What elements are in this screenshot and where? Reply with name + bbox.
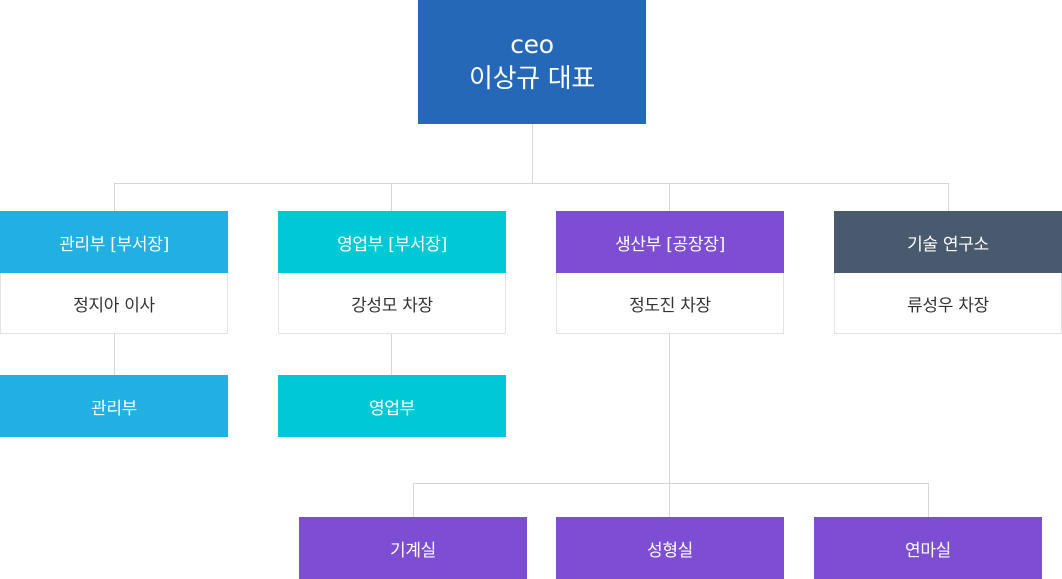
sub-production-polishing-label: 연마실 (904, 540, 952, 561)
sub-production-machine: 기계실 (299, 517, 527, 579)
connector-admin-sub (114, 334, 115, 375)
dept-sales-person-name: 강성모 차장 (351, 295, 433, 316)
connector-production-down (669, 334, 670, 517)
sub-admin: 관리부 (0, 375, 228, 437)
sub-production-molding: 성형실 (556, 517, 784, 579)
dept-production-head: 생산부 [공장장] (556, 211, 784, 273)
dept-research-person: 류성우 차장 (834, 273, 1062, 334)
dept-admin-title: 관리부 [부서장] (59, 234, 169, 255)
connector-horizontal-top (114, 183, 949, 184)
connector-dept-2 (391, 183, 392, 211)
sub-production-machine-label: 기계실 (389, 540, 437, 561)
connector-dept-3 (669, 183, 670, 211)
dept-research-head: 기술 연구소 (834, 211, 1062, 273)
connector-production-sub-1 (413, 483, 414, 517)
connector-production-sub-3 (928, 483, 929, 517)
sub-admin-label: 관리부 (90, 398, 138, 419)
dept-research-person-name: 류성우 차장 (907, 295, 989, 316)
ceo-name: 이상규 대표 (468, 64, 596, 94)
sub-production-molding-label: 성형실 (646, 540, 694, 561)
connector-ceo-down (532, 124, 533, 183)
dept-admin-person: 정지아 이사 (0, 273, 228, 334)
ceo-role: ceo (510, 30, 554, 59)
dept-production-title: 생산부 [공장장] (615, 234, 725, 255)
dept-production-person-name: 정도진 차장 (629, 295, 711, 316)
dept-sales-head: 영업부 [부서장] (278, 211, 506, 273)
dept-admin-person-name: 정지아 이사 (73, 295, 155, 316)
connector-dept-4 (948, 183, 949, 211)
connector-dept-1 (114, 183, 115, 211)
connector-production-horizontal (413, 483, 929, 484)
ceo-box: ceo 이상규 대표 (418, 0, 646, 124)
dept-admin-head: 관리부 [부서장] (0, 211, 228, 273)
sub-sales: 영업부 (278, 375, 506, 437)
connector-sales-sub (391, 334, 392, 375)
sub-sales-label: 영업부 (368, 398, 416, 419)
sub-production-polishing: 연마실 (814, 517, 1042, 579)
dept-production-person: 정도진 차장 (556, 273, 784, 334)
dept-sales-person: 강성모 차장 (278, 273, 506, 334)
dept-research-title: 기술 연구소 (907, 234, 989, 255)
dept-sales-title: 영업부 [부서장] (337, 234, 447, 255)
